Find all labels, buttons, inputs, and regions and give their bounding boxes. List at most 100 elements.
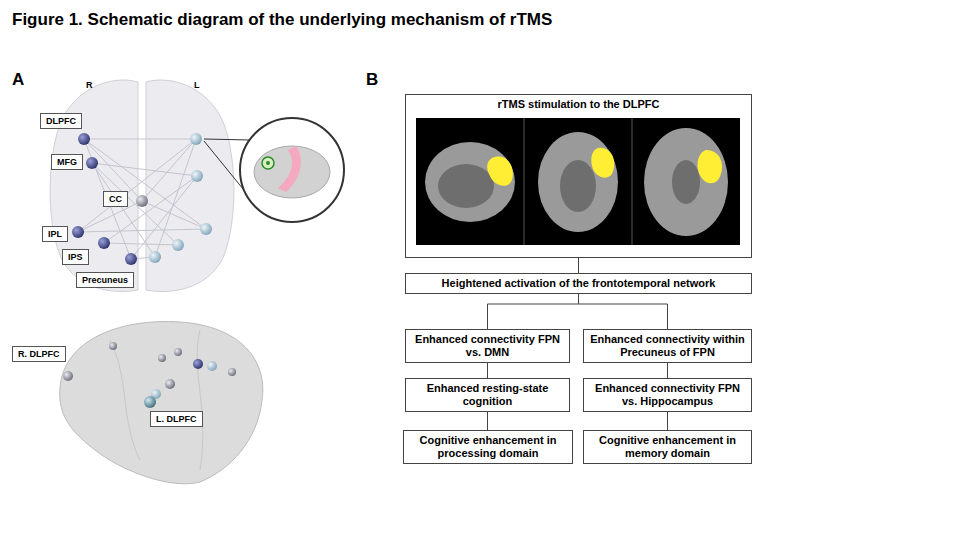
brain-surface [60,322,263,484]
region-label-box: Precuneus [76,272,134,288]
region-name: IPL [48,228,62,240]
mri-detail [560,160,596,212]
connector-line [487,363,488,378]
connectivity-line [84,139,131,259]
brain-sulcus [110,340,140,460]
region-name: IPS [68,251,83,263]
region-name: Precuneus [82,274,128,286]
region-label-box: L. DLPFC [150,411,203,427]
figure-title: Figure 1. Schematic diagram of the under… [12,10,552,30]
connectivity-line [84,139,206,229]
region-label-box: CC [103,191,128,207]
region-sphere [72,226,84,238]
region-name: R. DLPFC [18,348,60,360]
connector-line [578,258,579,273]
region-sphere [149,251,161,263]
region-name: MFG [57,156,77,168]
region-sphere [191,170,203,182]
box-text: Enhanced resting-state cognition [412,382,563,408]
region-sphere [98,237,110,249]
region-sphere [228,368,236,376]
region-sphere [63,371,73,381]
region-sphere [165,379,175,389]
mri-coronal [538,132,618,232]
mri-divider [632,118,633,245]
connectivity-lines [78,139,206,259]
region-sphere [86,157,98,169]
process-box: Enhanced connectivity within Precuneus o… [583,329,752,363]
process-box: Enhanced connectivity FPN vs. Hippocampu… [583,378,752,412]
region-sphere [158,354,166,362]
region-name: CC [109,193,122,205]
mri-axial [644,128,728,236]
region-sphere [174,348,182,356]
connectivity-line [78,229,206,232]
stimulation-panel: rTMS stimulation to the DLPFC [405,94,752,258]
region-label-box: R. DLPFC [12,346,66,362]
panel-letter: A [12,70,24,90]
mri-divider [524,118,525,245]
region-name: DLPFC [46,115,76,127]
box-text: Enhanced connectivity FPN vs. Hippocampu… [590,382,745,408]
region-sphere [190,133,202,145]
connectivity-line [131,176,197,259]
brain-hemisphere [146,80,234,291]
region-label-box: IPL [42,226,68,242]
brain-hemisphere [50,80,138,291]
connectivity-line [142,139,196,201]
zoom-line [204,139,250,140]
connector-line [667,363,668,378]
connector-line [579,294,668,329]
region-label-box: DLPFC [40,113,82,129]
box-text: Enhanced connectivity within Precuneus o… [590,333,745,359]
process-box: Cognitive enhancement in processing doma… [403,430,573,464]
connector-line [488,294,579,329]
activation-blob [591,148,614,178]
process-box: Enhanced resting-state cognition [405,378,570,412]
coil-target-dot [266,161,270,165]
region-sphere [125,253,137,265]
region-sphere [136,195,148,207]
box-text: rTMS stimulation to the DLPFC [412,98,745,111]
region-sphere [144,396,156,408]
activation-blob [697,150,722,183]
connector-line [667,412,668,430]
connectivity-line [104,176,197,243]
inset-brain [254,146,330,198]
region-sphere [109,342,117,350]
mri-sagittal [425,142,515,222]
mri-strip [416,118,740,245]
connectivity-line [92,163,155,257]
side-label: L [194,80,200,90]
connector-line [487,412,488,430]
connectivity-line [155,139,196,257]
region-label-box: IPS [62,249,89,265]
region-sphere [78,133,90,145]
process-box: Enhanced connectivity FPN vs. DMN [405,329,570,363]
zoom-circle [240,118,344,222]
process-box: Heightened activation of the frontotempo… [405,273,752,294]
connectivity-line [104,243,178,245]
connectivity-line [78,139,196,232]
connectivity-line [84,139,196,140]
region-label-box: MFG [51,154,83,170]
box-text: Heightened activation of the frontotempo… [442,277,716,290]
brain-sulcus [197,330,203,470]
region-sphere [200,223,212,235]
box-text: Cognitive enhancement in memory domain [590,434,745,460]
box-text: Cognitive enhancement in processing doma… [410,434,566,460]
mri-detail [672,160,700,204]
process-box: Cognitive enhancement in memory domain [583,430,752,464]
activation-blob [487,157,513,186]
coil-target [262,157,274,169]
region-sphere [207,361,217,371]
side-label: R [86,80,93,90]
region-sphere [193,359,203,369]
motor-cortex-band [278,146,301,192]
brain-spheres [72,133,212,265]
panel-letter: B [366,70,378,90]
box-text: Enhanced connectivity FPN vs. DMN [412,333,563,359]
region-name: L. DLPFC [156,413,197,425]
mri-detail [438,164,494,208]
